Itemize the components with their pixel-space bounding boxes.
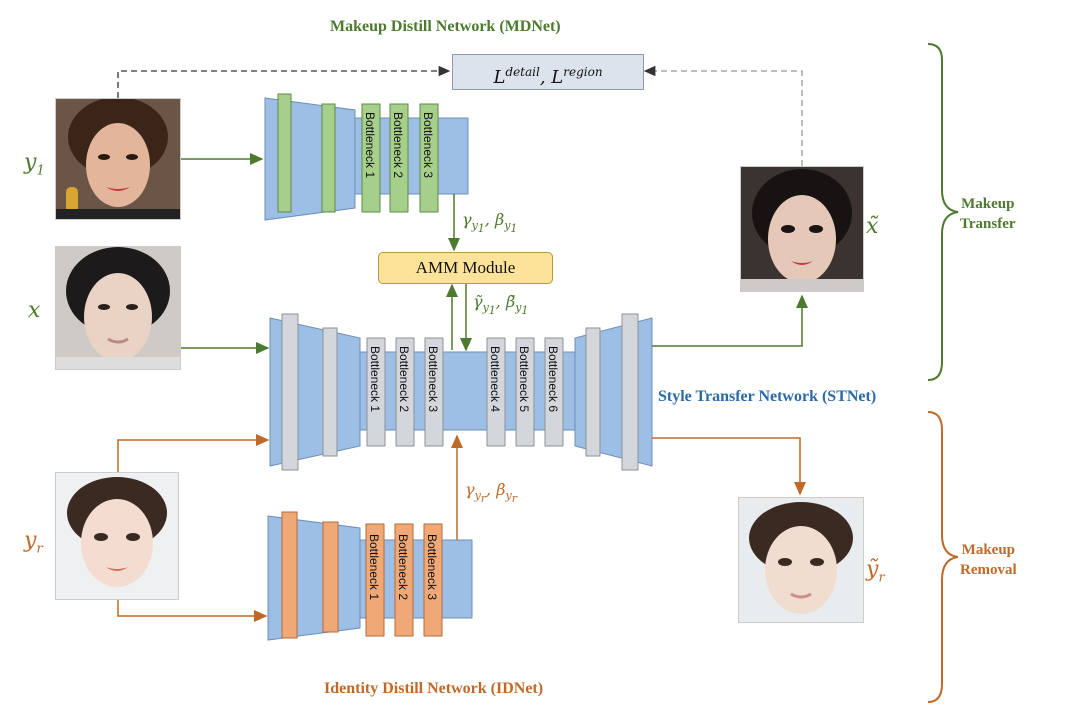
mdnet-bottleneck-rect: [361, 103, 381, 213]
face-image-x: [55, 246, 181, 370]
stnet-bottleneck-6-label: Bottleneck 6: [546, 346, 560, 413]
stnet-bottleneck-rect: [366, 337, 386, 447]
stnet-block: [269, 313, 653, 471]
mdnet-bottleneck-1-label: Bottleneck 1: [363, 112, 377, 179]
face-image-yr-tilde: [738, 497, 864, 623]
mdnet-layer-green: [277, 93, 292, 213]
stnet-layer-gray: [585, 327, 601, 457]
face-x-portrait-icon: [56, 247, 180, 369]
label-yrtilde-sub: r: [878, 570, 885, 586]
label-y1-sub: 1: [36, 163, 45, 179]
loss-separator: ,: [539, 67, 552, 88]
param-gamma-r-subsub: r: [480, 492, 487, 506]
mdnet-bottleneck-rect: [389, 103, 409, 213]
param-beta-tilde: β̃: [505, 292, 516, 311]
stnet-layer-gray: [322, 327, 338, 457]
face-yrtilde-portrait-icon: [739, 498, 863, 622]
mdnet-bottleneck-2-label: Bottleneck 2: [391, 112, 405, 179]
param-beta-r-sub: y: [505, 489, 512, 503]
param-beta-tilde-sub: y: [515, 301, 522, 315]
stnet-bottleneck-rect: [544, 337, 564, 447]
mdnet-bottleneck-rect: [419, 103, 439, 213]
arrow-stnet-to-yrtilde: [652, 437, 806, 496]
face-yr-portrait-icon: [56, 473, 178, 599]
mdnet-bottleneck-3-label: Bottleneck 3: [421, 112, 435, 179]
label-yr-sub: r: [36, 541, 43, 557]
param-gamma-tilde: γ̃: [473, 292, 483, 311]
param-gamma-r-sub: y: [474, 489, 481, 503]
dashed-arrow-xtilde-to-loss: [643, 65, 803, 166]
stnet-layer-gray: [281, 313, 299, 471]
label-y1-main: y: [24, 150, 37, 175]
arrow-stnet-to-xtilde: [652, 294, 808, 347]
stnet-bottleneck-rect: [395, 337, 415, 447]
brace-makeup-transfer: [927, 43, 959, 381]
label-yr: yr: [24, 528, 43, 556]
label-x: x: [28, 298, 40, 323]
param-gamma-subsub: 1: [477, 222, 485, 236]
loss-region-symbol: L: [551, 67, 564, 88]
idnet-bottleneck-rect: [423, 523, 443, 637]
stnet-bottleneck-3-label: Bottleneck 3: [426, 346, 440, 413]
stnet-bottleneck-4-label: Bottleneck 4: [488, 346, 502, 413]
face-y1-portrait-icon: [56, 99, 180, 219]
param-gamma-sub: y: [471, 219, 478, 233]
mdnet-layer-green: [321, 103, 336, 213]
label-yr-main: y: [24, 528, 37, 553]
stnet-bottleneck-5-label: Bottleneck 5: [517, 346, 531, 413]
param-beta-r: β: [496, 480, 506, 499]
loss-detail-symbol: L: [493, 67, 506, 88]
label-x-tilde: x̃: [866, 214, 878, 239]
stnet-bottleneck-rect: [515, 337, 535, 447]
loss-region-superscript: region: [563, 65, 603, 79]
param-gamma-r: γ: [465, 480, 475, 499]
idnet-layer-orange: [322, 521, 339, 633]
param-beta-sub: y: [504, 219, 511, 233]
mdnet-title: Makeup Distill Network (MDNet): [330, 18, 561, 35]
param-gamma-tilde-subsub: 1: [488, 304, 496, 318]
param-beta: β: [494, 210, 505, 229]
stnet-layer-gray: [621, 313, 639, 471]
param-beta-r-subsub: r: [511, 492, 517, 506]
face-image-x-tilde: [740, 166, 864, 292]
idnet-block: [267, 511, 473, 641]
idnet-bottleneck-3-label: Bottleneck 3: [425, 534, 439, 601]
stnet-bottleneck-rect: [424, 337, 444, 447]
face-xtilde-portrait-icon: [741, 167, 863, 291]
label-xtilde-main: x̃: [866, 214, 879, 239]
stnet-bottleneck-2-label: Bottleneck 2: [397, 346, 411, 413]
face-image-yr: [55, 472, 179, 600]
label-yrtilde-main: ỹ: [866, 557, 879, 582]
idnet-bottleneck-rect: [365, 523, 385, 637]
arrow-yr-to-stnet: [117, 434, 270, 472]
label-y1: y1: [24, 150, 45, 178]
idnet-bottleneck-1-label: Bottleneck 1: [367, 534, 381, 601]
stnet-title: Style Transfer Network (STNet): [658, 388, 877, 405]
brace-makeup-removal: [927, 411, 959, 703]
label-yr-tilde: ỹr: [866, 557, 885, 585]
idnet-title: Identity Distill Network (IDNet): [324, 680, 544, 697]
stnet-bottleneck-1-label: Bottleneck 1: [368, 346, 382, 413]
mdnet-block: [264, 93, 469, 221]
idnet-bottleneck-rect: [394, 523, 414, 637]
stnet-bottleneck-rect: [486, 337, 506, 447]
makeup-transfer-label: Makeup Transfer: [960, 196, 1016, 232]
param-gamma-beta-yr: γyr, βyr: [465, 480, 517, 506]
amm-module-box: AMM Module: [378, 252, 553, 284]
face-image-y1: [55, 98, 181, 220]
arrow-yr-to-idnet: [117, 598, 268, 622]
makeup-removal-label: Makeup Removal: [960, 542, 1017, 578]
param-gamma: γ: [462, 210, 472, 229]
param-beta-tilde-subsub: 1: [521, 304, 529, 318]
loss-box: Ldetail, Lregion: [452, 54, 644, 90]
param-gamma-beta-tilde-y1: γ̃y1, β̃y1: [473, 292, 529, 318]
idnet-bottleneck-2-label: Bottleneck 2: [396, 534, 410, 601]
param-beta-subsub: 1: [510, 222, 518, 236]
idnet-layer-orange: [281, 511, 298, 639]
param-gamma-tilde-sub: y: [482, 301, 489, 315]
param-gamma-beta-y1: γy1, βy1: [462, 210, 518, 236]
label-x-main: x: [28, 298, 41, 323]
loss-detail-superscript: detail: [505, 65, 540, 79]
